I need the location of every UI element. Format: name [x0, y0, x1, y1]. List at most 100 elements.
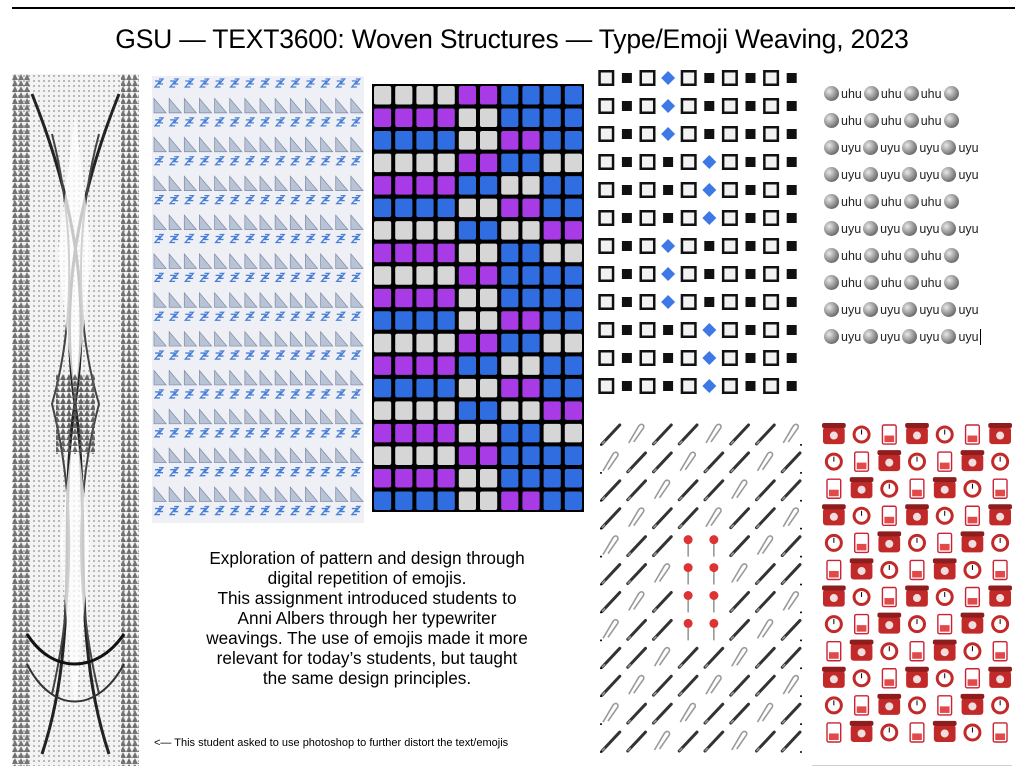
top-rule [12, 7, 1015, 9]
colored-square-icon [522, 446, 540, 465]
globe-row-text: uyu [880, 140, 901, 155]
page-title: GSU — TEXT3600: Woven Structures — Type/… [115, 24, 909, 54]
white-square-button-icon [680, 98, 697, 114]
globe-icon [824, 113, 839, 128]
white-square-button-icon [598, 378, 615, 394]
triangular-ruler-icon [168, 447, 183, 464]
alarm-clock-icon [880, 560, 899, 579]
pen-icon [600, 563, 622, 585]
white-square-button-icon [763, 350, 780, 366]
telephone-icon [822, 666, 846, 688]
globe-row-text: uyu [841, 329, 862, 344]
colored-square-icon [480, 491, 498, 510]
zzz-icon [153, 78, 165, 88]
zzz-icon [335, 233, 347, 244]
alarm-clock-icon [991, 615, 1010, 634]
pen-icon [780, 646, 802, 669]
globe-icon [863, 248, 879, 263]
row-dot [600, 611, 602, 614]
colored-square-icon [395, 446, 413, 465]
zzz-icon [274, 156, 286, 166]
zzz-icon [289, 428, 301, 438]
zzz-icon [289, 156, 301, 166]
colored-square-icon [564, 243, 582, 263]
colored-square-icon [543, 333, 561, 353]
globe-row-text: uhu [880, 248, 902, 263]
paperclip-icon [731, 563, 748, 583]
black-square-icon [621, 73, 632, 83]
text-cursor [979, 328, 981, 345]
battery-icon [909, 559, 925, 581]
colored-square-icon [416, 423, 434, 443]
triangular-ruler-icon [214, 408, 228, 425]
description-line: relevant for today’s students, but taugh… [216, 648, 518, 668]
zzz-icon [350, 272, 362, 282]
triangular-ruler-icon [350, 486, 364, 502]
zzz-icon [305, 78, 316, 88]
triangular-ruler-icon [199, 408, 213, 425]
white-square-button-icon [721, 70, 738, 86]
pen-icon [677, 730, 699, 753]
pen-icon [652, 507, 673, 530]
zzz-icon [214, 505, 225, 516]
telephone-icon [877, 693, 902, 715]
black-square-icon [745, 353, 756, 363]
triangular-ruler-icon [289, 408, 304, 425]
colored-square-icon [564, 356, 582, 375]
row-dot [800, 611, 802, 614]
white-square-button-icon [763, 294, 780, 310]
globe-row-text: uhu [920, 275, 942, 290]
triangular-ruler-icon [168, 408, 183, 425]
alarm-clock-icon [852, 506, 871, 525]
zzz-icon [305, 505, 316, 516]
triangular-ruler-icon [305, 291, 319, 308]
globe-row-text: uyu [958, 221, 979, 236]
zzz-icon [229, 350, 241, 360]
pen-icon [652, 674, 673, 697]
paperclip-icon [602, 451, 619, 472]
zzz-icon [259, 194, 271, 205]
colored-square-icon [395, 356, 413, 375]
colored-square-icon [416, 401, 434, 420]
globe-row-text: uyu [880, 302, 901, 317]
triangular-ruler-icon [289, 175, 304, 191]
zzz-icon [183, 505, 195, 516]
battery-icon [937, 613, 953, 635]
paperclip-icon [653, 563, 671, 583]
white-square-button-icon [680, 238, 697, 254]
pen-icon [780, 730, 802, 753]
colored-square-icon [395, 378, 413, 398]
triangular-ruler-icon [168, 486, 183, 502]
alarm-clock-icon [852, 669, 871, 688]
colored-square-icon [374, 266, 392, 285]
white-square-button-icon [639, 210, 656, 226]
black-square-icon [745, 325, 756, 335]
triangular-ruler-icon [153, 291, 167, 308]
white-square-button-icon [763, 378, 780, 394]
colored-square-icon [395, 266, 413, 285]
battery-icon [937, 532, 953, 554]
white-square-button-icon [598, 182, 615, 198]
globe-row-text: uyu [841, 221, 862, 236]
colored-square-icon [458, 243, 476, 263]
zzz-icon [244, 156, 256, 166]
alarm-clock-icon [963, 642, 982, 661]
white-square-button-icon [763, 238, 780, 254]
colored-square-icon [522, 131, 540, 150]
colored-square-icon [374, 198, 392, 218]
zzz-icon [229, 194, 241, 205]
zzz-icon [229, 311, 241, 321]
zzz-icon [274, 78, 286, 88]
colored-square-icon [522, 176, 540, 195]
colored-square-icon [501, 311, 519, 330]
zzz-icon [214, 389, 225, 399]
colored-square-icon [543, 243, 561, 263]
triangular-ruler-icon [244, 136, 258, 153]
paperclip-icon [653, 730, 671, 751]
zzz-icon [335, 272, 347, 282]
colored-square-icon [543, 131, 561, 150]
zzz-icon [168, 428, 180, 438]
triangular-ruler-icon [320, 291, 334, 308]
battery-icon [964, 668, 980, 689]
